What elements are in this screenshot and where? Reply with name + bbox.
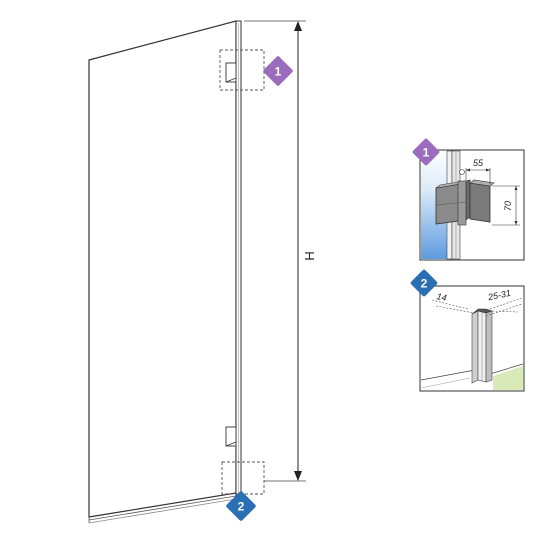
marker-2-main: 2 <box>226 491 256 521</box>
wall-profile <box>235 20 242 500</box>
svg-text:1: 1 <box>275 65 282 79</box>
hinge-top <box>225 62 237 83</box>
svg-text:1: 1 <box>423 146 430 160</box>
floor-surface <box>493 366 523 390</box>
profile-dimensions: 14 25-31 <box>431 288 523 317</box>
glass-panel <box>88 20 237 524</box>
callout-box-1 <box>219 49 265 91</box>
hinge-bottom <box>225 426 237 447</box>
marker-1-detail: 1 <box>412 138 440 166</box>
detail-hinge-view: 55 70 <box>419 149 525 261</box>
hinge-height-label: 70 <box>503 201 513 211</box>
hinge-width-dimension: 55 <box>465 158 491 184</box>
hinge-width-label: 55 <box>473 158 484 168</box>
profile-right-label: 25-31 <box>486 288 512 303</box>
hinge-detail <box>435 169 495 226</box>
height-label: H <box>302 251 317 260</box>
marker-2-detail: 2 <box>410 269 438 297</box>
detail-profile-view: 14 25-31 <box>419 285 525 392</box>
hinge-height-dimension: 70 <box>492 185 520 226</box>
svg-text:2: 2 <box>421 277 428 291</box>
profile-left-label: 14 <box>436 291 448 303</box>
svg-text:2: 2 <box>238 500 245 514</box>
profile-detail <box>471 308 493 384</box>
height-dimension: H <box>244 20 317 482</box>
marker-1-main: 1 <box>263 56 293 86</box>
